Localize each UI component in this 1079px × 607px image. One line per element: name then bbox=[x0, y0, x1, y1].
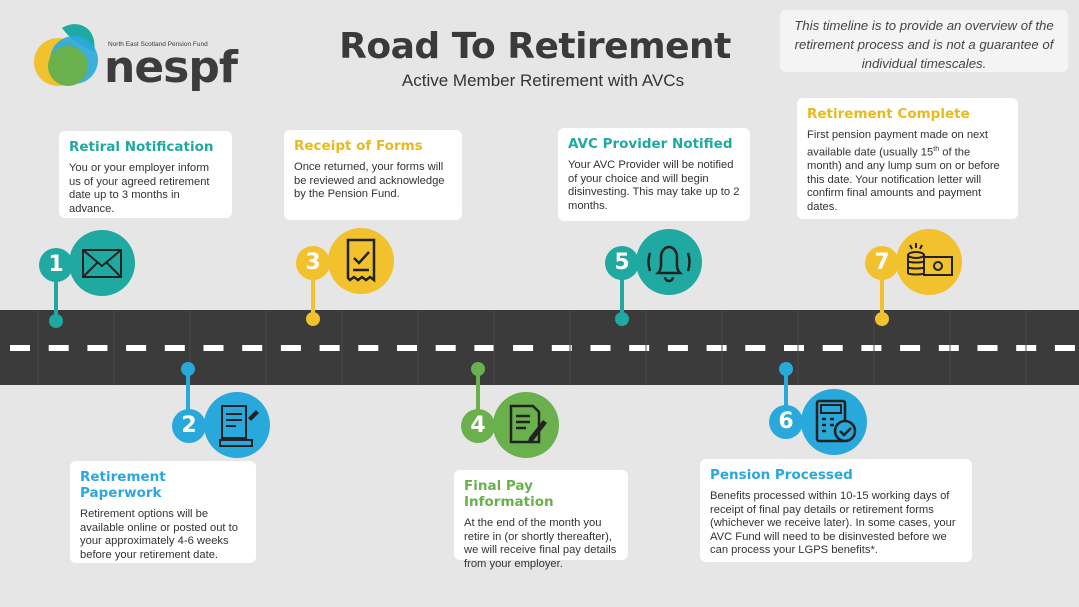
lane-dash bbox=[667, 345, 688, 351]
step-3-body: Once returned, your forms will be review… bbox=[294, 161, 445, 201]
step-3-marker bbox=[306, 312, 320, 326]
lane-dash bbox=[938, 345, 959, 351]
nespf-logo-mark bbox=[32, 20, 104, 92]
step-4-card: Final Pay Information At the end of the … bbox=[454, 470, 628, 570]
lane-dash bbox=[48, 345, 69, 351]
step-3-number: 3 bbox=[296, 246, 330, 280]
lane-dash bbox=[10, 345, 30, 351]
step-7-body: First pension payment made on next avail… bbox=[807, 129, 1008, 214]
document-pen-icon bbox=[204, 392, 270, 458]
step-4-number: 4 bbox=[461, 409, 495, 443]
step-2-title: Retirement Paperwork bbox=[80, 469, 166, 501]
lane-dash bbox=[551, 345, 572, 351]
step-5-title: AVC Provider Notified bbox=[568, 136, 733, 152]
lane-dash bbox=[319, 345, 340, 351]
lane-dash bbox=[397, 345, 417, 351]
step-1-card: Retiral Notification You or your employe… bbox=[59, 131, 232, 218]
lane-dash bbox=[1054, 345, 1075, 351]
lane-dash bbox=[474, 345, 495, 351]
step-4-stem bbox=[476, 370, 480, 412]
step-7-body-b: of the month) and any lump sum on or bef… bbox=[807, 146, 1000, 213]
lane-dash bbox=[745, 345, 766, 351]
step-4-marker bbox=[471, 362, 485, 376]
lane-dash bbox=[164, 345, 185, 351]
page-subtitle: Active Member Retirement with AVCs bbox=[401, 71, 685, 90]
lane-dash bbox=[280, 345, 301, 351]
step-3-title: Receipt of Forms bbox=[294, 138, 423, 154]
logo-wordmark: nespf bbox=[104, 42, 238, 93]
money-coins-icon bbox=[896, 229, 962, 295]
step-7-card: Retirement Complete First pension paymen… bbox=[797, 98, 1018, 219]
step-2-number: 2 bbox=[172, 409, 206, 443]
step-1-number: 1 bbox=[39, 248, 73, 282]
lane-dash bbox=[629, 345, 650, 351]
lane-dash bbox=[358, 345, 379, 351]
lane-dash bbox=[822, 345, 843, 351]
step-5-number: 5 bbox=[605, 246, 639, 280]
envelope-icon bbox=[69, 230, 135, 296]
step-1-stem bbox=[54, 280, 58, 320]
step-7-title: Retirement Complete bbox=[807, 106, 970, 122]
step-1-title: Retiral Notification bbox=[69, 139, 214, 155]
bell-icon bbox=[636, 229, 702, 295]
step-6-stem bbox=[784, 370, 788, 412]
step-1-marker bbox=[49, 314, 63, 328]
lane-dash bbox=[900, 345, 921, 351]
lane-dash bbox=[861, 345, 882, 351]
step-6-body: Benefits processed within 10-15 working … bbox=[710, 490, 956, 557]
step-2-marker bbox=[181, 362, 195, 376]
step-7-number: 7 bbox=[865, 246, 899, 280]
lane-dash bbox=[126, 345, 147, 351]
step-7-body-a: First pension payment made on next avail… bbox=[807, 129, 988, 159]
step-2-body: Retirement options will be available onl… bbox=[80, 508, 238, 561]
lane-dash bbox=[203, 345, 224, 351]
step-2-stem bbox=[186, 370, 190, 412]
disclaimer-box: This timeline is to provide an overview … bbox=[780, 10, 1068, 72]
step-6-title: Pension Processed bbox=[710, 467, 853, 483]
lane-dash bbox=[87, 345, 108, 351]
step-7-stem bbox=[880, 278, 884, 320]
road-markings bbox=[10, 310, 1075, 385]
step-5-card: AVC Provider Notified Your AVC Provider … bbox=[558, 128, 750, 221]
step-5-marker bbox=[615, 312, 629, 326]
step-6-marker bbox=[779, 362, 793, 376]
calculator-check-icon bbox=[801, 389, 867, 455]
lane-dash bbox=[784, 345, 804, 351]
step-5-body: Your AVC Provider will be notified of yo… bbox=[568, 159, 740, 212]
road bbox=[0, 310, 1079, 385]
lane-dash bbox=[590, 345, 611, 351]
step-6-number: 6 bbox=[769, 405, 803, 439]
lane-dash bbox=[513, 345, 534, 351]
step-7-marker bbox=[875, 312, 889, 326]
step-2-card: Retirement Paperwork Retirement options … bbox=[70, 461, 256, 563]
step-6-card: Pension Processed Benefits processed wit… bbox=[700, 459, 972, 562]
receipt-check-icon bbox=[328, 228, 394, 294]
lane-dash bbox=[435, 345, 456, 351]
lane-dash bbox=[242, 345, 263, 351]
page-title: Road To Retirement bbox=[339, 26, 731, 67]
step-4-title: Final Pay Information bbox=[464, 478, 554, 510]
lane-dash bbox=[977, 345, 998, 351]
step-7-body-sup: th bbox=[933, 145, 940, 153]
edit-document-icon bbox=[493, 392, 559, 458]
lane-dash bbox=[706, 345, 727, 351]
step-4-body: At the end of the month you retire in (o… bbox=[464, 517, 617, 570]
step-5-stem bbox=[620, 278, 624, 320]
logo-fund-name: North East Scotland Pension Fund bbox=[108, 41, 208, 48]
step-3-stem bbox=[311, 278, 315, 320]
step-3-card: Receipt of Forms Once returned, your for… bbox=[284, 130, 462, 220]
step-1-body: You or your employer inform us of your a… bbox=[69, 162, 210, 215]
